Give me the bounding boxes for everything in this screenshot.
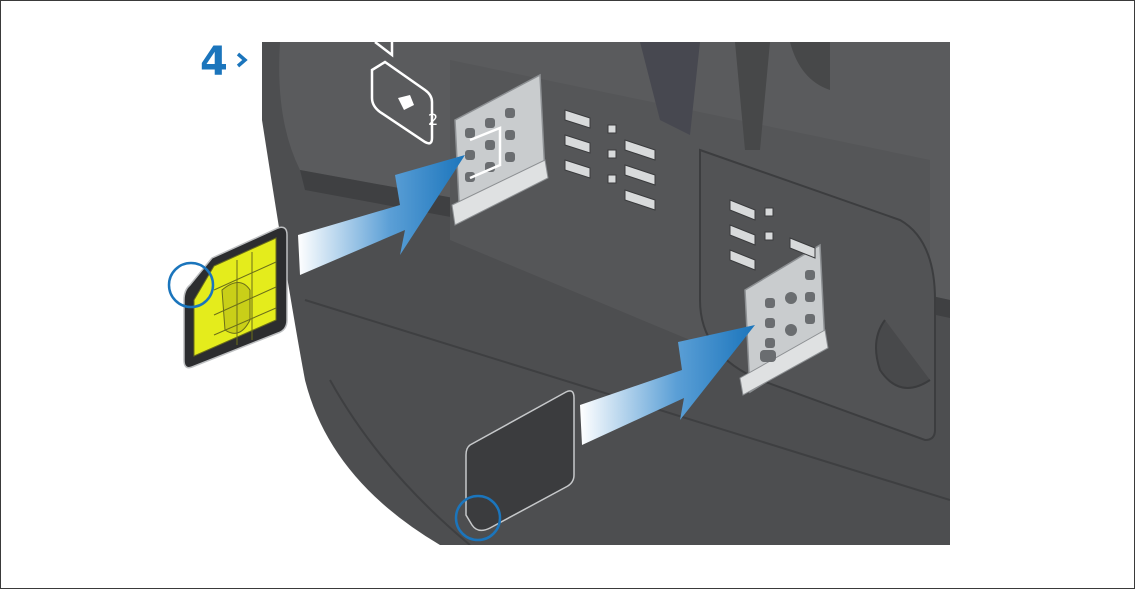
upper-sim-tray <box>451 73 656 226</box>
card-notch-highlight <box>454 494 502 542</box>
sim-card <box>183 226 288 369</box>
device-body <box>262 42 950 545</box>
step-number: 4 <box>200 39 228 85</box>
upper-insert-arrow <box>298 155 465 275</box>
blank-card <box>465 390 575 532</box>
lower-sim-tray <box>729 199 829 396</box>
lower-insert-arrow <box>580 325 755 445</box>
sim-slot-label-icon <box>370 41 434 145</box>
chevron-right-icon <box>236 52 248 68</box>
slot-number-label: 2 <box>428 110 438 129</box>
sim-notch-highlight <box>167 261 215 309</box>
